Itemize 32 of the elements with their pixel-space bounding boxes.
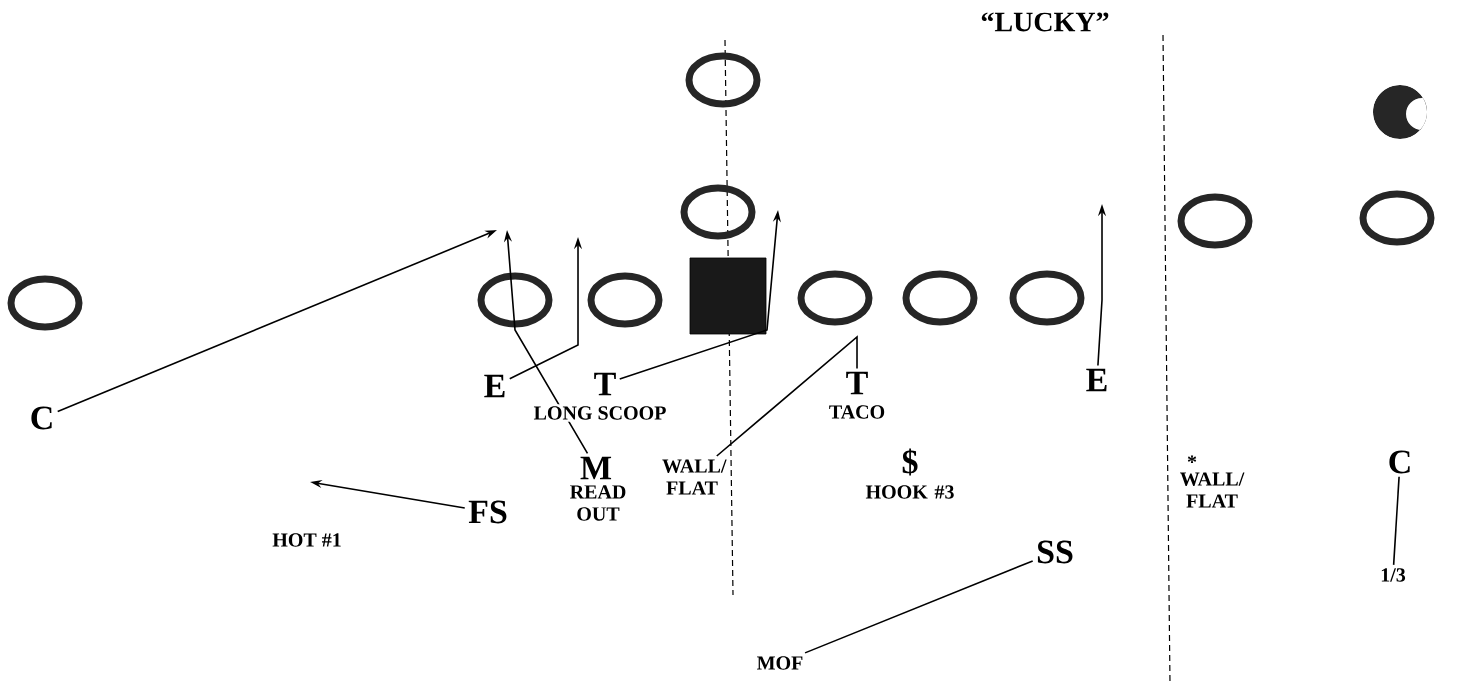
assignment-label: 1/3 bbox=[1381, 568, 1406, 582]
assignment-label: WALL/ FLAT bbox=[1180, 472, 1245, 508]
player-letter: SS bbox=[1037, 540, 1073, 564]
player-letter: C bbox=[31, 406, 52, 430]
player-oval bbox=[477, 272, 553, 328]
assignment-label: * bbox=[1187, 455, 1197, 463]
player-oval bbox=[902, 270, 978, 326]
player-letter: E bbox=[1086, 368, 1107, 392]
player-letter: E bbox=[484, 374, 505, 398]
player-oval bbox=[1359, 190, 1435, 246]
assignment-label: LONG SCOOP bbox=[531, 404, 669, 422]
assignment-label: WALL/ FLAT bbox=[662, 459, 727, 495]
player-oval bbox=[1009, 270, 1085, 326]
assignment-label: MOF bbox=[757, 656, 803, 670]
assignment-label: TACO bbox=[829, 405, 885, 419]
player-oval bbox=[685, 52, 761, 108]
player-letter: $ bbox=[902, 448, 918, 476]
assignment-label: HOOK #3 bbox=[865, 485, 954, 499]
player-oval bbox=[797, 270, 873, 326]
assignment-label: READ OUT bbox=[570, 485, 626, 521]
player-oval bbox=[1177, 193, 1253, 249]
center-square bbox=[689, 257, 767, 335]
player-oval bbox=[7, 275, 83, 331]
player-letter: T bbox=[594, 372, 616, 396]
player-letter: FS bbox=[468, 500, 507, 524]
assignment-label: HOT #1 bbox=[270, 531, 344, 549]
player-letter: C bbox=[1389, 450, 1410, 474]
player-letter: M bbox=[580, 456, 612, 480]
player-oval bbox=[587, 272, 663, 328]
player-oval bbox=[680, 184, 756, 240]
play-title: “LUCKY” bbox=[981, 12, 1109, 32]
player-letter: T bbox=[846, 371, 868, 395]
